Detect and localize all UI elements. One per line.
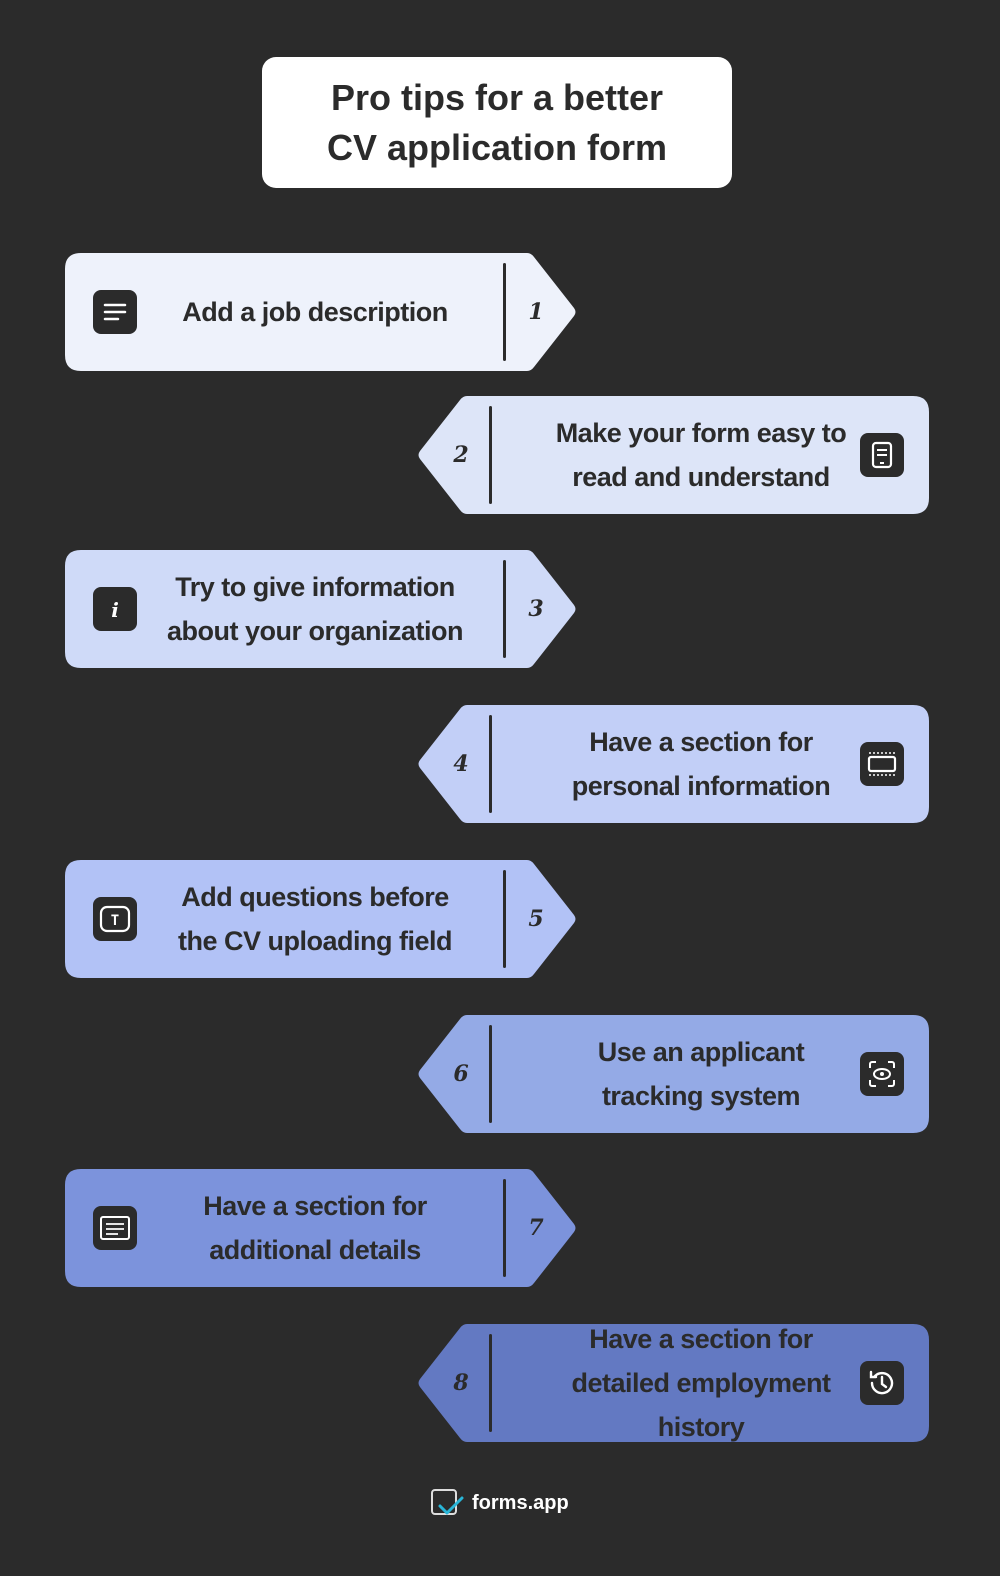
text-lines-icon	[93, 290, 137, 334]
info-icon: i	[93, 587, 137, 631]
tip-text-label: Add a job description	[182, 297, 448, 327]
paragraph-icon	[93, 1206, 137, 1250]
divider	[489, 1025, 492, 1123]
tip-text: Add questions before the CV uploading fi…	[135, 860, 495, 978]
tip-number: 4	[453, 751, 469, 777]
tip-text-label: Have a section for additional details	[203, 1191, 427, 1265]
tip-card-2: 2 Make your form easy to read and unders…	[416, 396, 929, 514]
divider	[503, 263, 506, 361]
tip-number: 7	[528, 1215, 544, 1241]
tip-arrow-shape	[418, 396, 929, 514]
tip-text-label: Have a section for detailed employment h…	[571, 1324, 831, 1442]
tip-text: Have a section for detailed employment h…	[501, 1324, 901, 1442]
tip-text-label: Add questions before the CV uploading fi…	[178, 882, 453, 956]
tip-arrow-shape	[418, 1324, 929, 1442]
svg-text:i: i	[111, 598, 119, 622]
tip-arrow-shape	[65, 550, 576, 668]
document-icon	[860, 433, 904, 477]
text-field-icon: T	[93, 897, 137, 941]
tip-number: 8	[453, 1370, 469, 1396]
tip-number: 5	[528, 906, 544, 932]
divider	[489, 406, 492, 504]
divider	[503, 870, 506, 968]
tip-card-5: 5 Add questions before the CV uploading …	[65, 860, 578, 978]
tip-text-label: Have a section for personal information	[571, 727, 831, 801]
section-icon	[860, 742, 904, 786]
tip-text: Use an applicant tracking system	[501, 1015, 901, 1133]
tip-arrow-shape	[65, 860, 576, 978]
tip-text: Have a section for additional details	[135, 1169, 495, 1287]
divider	[503, 560, 506, 658]
title-text: Pro tips for a better CV application for…	[326, 76, 668, 168]
tip-text: Make your form easy to read and understa…	[501, 396, 901, 514]
tip-number: 1	[528, 299, 544, 325]
page-title: Pro tips for a better CV application for…	[262, 57, 732, 188]
footer-logo: forms.app	[430, 1488, 569, 1518]
history-icon	[860, 1361, 904, 1405]
tip-card-1: 1 Add a job description	[65, 253, 578, 371]
tip-card-7: 7 Have a section for additional details	[65, 1169, 578, 1287]
tip-text-label: Make your form easy to read and understa…	[555, 418, 847, 492]
tip-card-6: 6 Use an applicant tracking system	[416, 1015, 929, 1133]
tip-card-8: 8 Have a section for detailed employment…	[416, 1324, 929, 1442]
tip-text-label: Use an applicant tracking system	[597, 1037, 805, 1111]
tip-arrow-shape	[418, 705, 929, 823]
svg-text:T: T	[111, 913, 119, 929]
tip-number: 3	[528, 596, 544, 622]
divider	[503, 1179, 506, 1277]
forms-app-logo-icon	[431, 1489, 464, 1515]
tip-text: Add a job description	[135, 253, 495, 371]
tip-number: 2	[453, 442, 469, 468]
tip-card-4: 4 Have a section for personal informatio…	[416, 705, 929, 823]
tip-text: Try to give information about your organ…	[135, 550, 495, 668]
divider	[489, 1334, 492, 1432]
tip-arrow-shape	[418, 1015, 929, 1133]
tip-text-label: Try to give information about your organ…	[167, 572, 464, 646]
tip-card-3: 3 Try to give information about your org…	[65, 550, 578, 668]
tip-number: 6	[453, 1061, 469, 1087]
brand-name: forms.app	[472, 1491, 569, 1514]
tip-arrow-shape	[65, 253, 576, 371]
tip-arrow-shape	[65, 1169, 576, 1287]
divider	[489, 715, 492, 813]
tip-text: Have a section for personal information	[501, 705, 901, 823]
scan-icon	[860, 1052, 904, 1096]
